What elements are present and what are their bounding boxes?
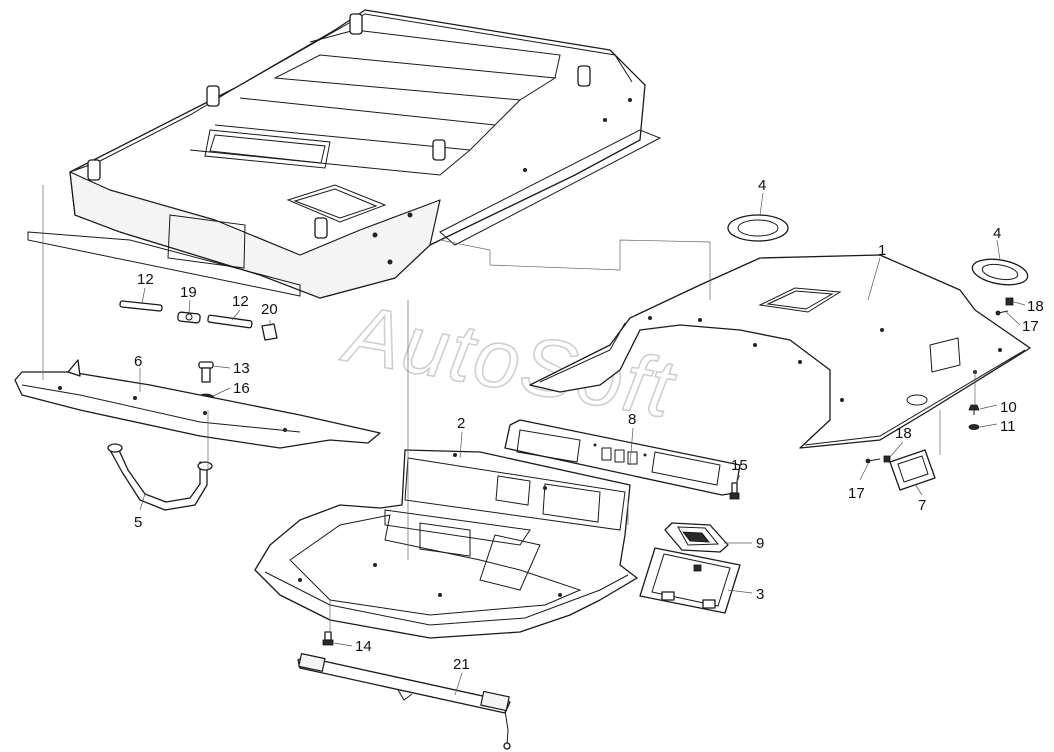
connector-19 <box>177 311 201 324</box>
callout-5: 5 <box>134 514 142 531</box>
cab-roof-frame <box>27 9 662 299</box>
cross-member-panel <box>14 359 381 449</box>
callout-13: 13 <box>233 360 250 377</box>
callout-12-right: 12 <box>232 293 249 310</box>
speaker-ring-left <box>727 214 789 242</box>
callout-1: 1 <box>878 242 886 259</box>
callout-leaders <box>139 192 1026 696</box>
pin-12b <box>207 314 253 329</box>
callout-2: 2 <box>457 415 465 432</box>
washer-11 <box>968 424 980 430</box>
fastener-nut-18b <box>883 455 891 463</box>
callout-3: 3 <box>756 586 764 603</box>
pin-12a <box>119 300 163 312</box>
callout-11: 11 <box>1000 418 1016 435</box>
callout-15: 15 <box>731 457 748 474</box>
callout-labels: 4 4 1 18 17 12 19 12 20 6 13 16 2 8 10 1… <box>134 177 1044 673</box>
callout-21: 21 <box>453 656 470 673</box>
grab-handle <box>107 443 213 511</box>
bolt-14 <box>322 631 334 646</box>
callout-4-left: 4 <box>758 177 766 194</box>
overhead-console <box>254 449 638 639</box>
fastener-screw-17a <box>995 310 1009 316</box>
callout-20: 20 <box>261 301 278 318</box>
light-frame <box>639 547 741 614</box>
fastener-screw-10 <box>968 404 980 415</box>
callout-18-lower: 18 <box>895 425 912 442</box>
fastener-nut-18a <box>1005 297 1014 306</box>
callout-18-upper: 18 <box>1027 298 1044 315</box>
bolt-13 <box>198 361 214 383</box>
callout-12-left: 12 <box>137 271 154 288</box>
callout-17-upper: 17 <box>1022 318 1039 335</box>
callout-9: 9 <box>756 535 764 552</box>
fastener-screw-17b <box>865 458 881 464</box>
callout-16: 16 <box>233 380 250 397</box>
switch-module <box>664 522 729 553</box>
dome-light-frame <box>889 449 936 491</box>
callout-17-lower: 17 <box>848 485 865 502</box>
callout-7: 7 <box>918 497 926 514</box>
speaker-ring-right <box>971 258 1029 286</box>
callout-8: 8 <box>628 411 636 428</box>
assembly-guide-lines <box>42 185 976 632</box>
roof-liner <box>529 254 1031 449</box>
clip-20 <box>261 323 278 341</box>
bolt-15 <box>729 482 740 500</box>
callout-6: 6 <box>134 353 142 370</box>
lamp-tube <box>297 653 511 750</box>
callout-4-right: 4 <box>993 225 1001 242</box>
callout-10: 10 <box>1000 399 1017 416</box>
callout-14: 14 <box>355 638 372 655</box>
callout-19: 19 <box>180 284 197 301</box>
